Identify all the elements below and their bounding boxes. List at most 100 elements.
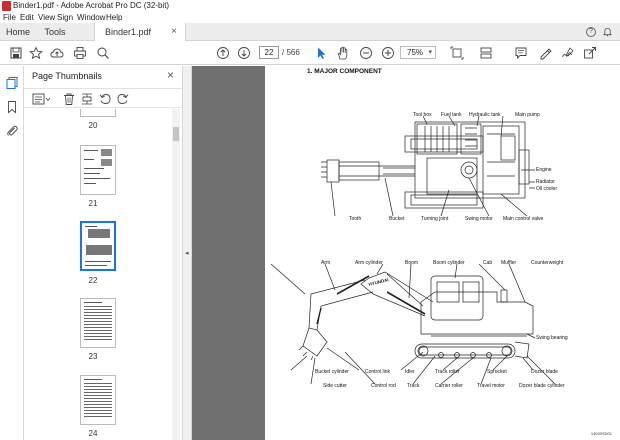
label-fuel-tank: Fuel tank [441, 112, 462, 118]
label-arm-cylinder: Arm cylinder [355, 260, 383, 266]
menu-edit[interactable]: Edit [20, 13, 34, 22]
label-oil-cooler: Oil cooler [536, 186, 558, 192]
page-thumbnail-label: 24 [88, 429, 98, 438]
page-count: / 566 [282, 48, 300, 57]
extract-pages-icon[interactable] [80, 92, 94, 106]
label-bucket: Bucket [389, 216, 405, 222]
label-turning-joint: Turning joint [421, 216, 449, 222]
thumbnails-panel: Page Thumbnails × 20 [24, 66, 182, 440]
label-side-cutter: Side cutter [323, 383, 347, 389]
zoom-in-icon[interactable] [381, 46, 395, 60]
page-thumbnail-selected[interactable] [80, 221, 116, 271]
acrobat-icon [2, 1, 11, 11]
thumbnail-toolbar [24, 88, 182, 108]
label-carrier-roller: Carrier roller [435, 383, 463, 389]
tab-document[interactable]: Binder1.pdf × [94, 23, 186, 42]
brand-mark: HYUNDAI [368, 277, 389, 287]
select-cursor-icon[interactable] [314, 46, 328, 60]
share-icon[interactable] [583, 46, 597, 60]
highlight-pen-icon[interactable] [538, 46, 552, 60]
main-toolbar: 22 / 566 75% ▾ [0, 41, 620, 65]
zoom-out-icon[interactable] [359, 46, 373, 60]
page-number-input[interactable]: 22 [259, 46, 279, 59]
label-control-rod: Control rod [371, 383, 396, 389]
upload-cloud-icon[interactable] [50, 46, 64, 60]
label-idler: Idler [405, 369, 415, 375]
print-icon[interactable] [73, 46, 87, 60]
rotate-right-icon[interactable] [116, 92, 130, 106]
document-viewer[interactable]: 1. MAJOR COMPONENT [192, 66, 620, 440]
label-dozer-blade-cylinder: Dozer blade cylinder [519, 383, 565, 389]
label-cab: Cab [483, 260, 493, 266]
label-engine: Engine [536, 167, 552, 173]
page-thumbnails-icon[interactable] [5, 76, 19, 90]
label-muffler: Muffler [501, 260, 517, 266]
label-counterweight: Counterweight [531, 260, 564, 266]
label-swing-motor: Swing motor [465, 216, 493, 222]
panel-splitter[interactable]: ◂ [182, 66, 192, 440]
menu-file[interactable]: File [3, 13, 16, 22]
menu-sign[interactable]: Sign [57, 13, 74, 22]
thumbnail-options-icon[interactable] [32, 92, 52, 106]
page-thumbnail-label: 21 [88, 199, 98, 208]
panel-title: Page Thumbnails [32, 71, 102, 81]
figure-code: 14090SD01 [590, 431, 612, 436]
rotate-left-icon[interactable] [98, 92, 112, 106]
scrollbar-thumb[interactable] [173, 127, 179, 141]
help-icon[interactable]: ? [586, 27, 596, 37]
thumbnails-list[interactable]: 20 21 22 23 [24, 109, 182, 440]
label-arm: Arm [321, 260, 331, 266]
page-thumbnail[interactable] [80, 298, 116, 348]
collapse-arrow-icon[interactable]: ◂ [185, 250, 189, 257]
window-title: Binder1.pdf - Adobe Acrobat Pro DC (32-b… [13, 1, 170, 10]
page-thumbnail[interactable] [80, 109, 116, 117]
label-dozer-blade: Dozer blade [531, 369, 558, 375]
menu-bar: File Edit View Sign Window Help [0, 12, 620, 23]
bookmarks-icon[interactable] [5, 100, 19, 114]
label-hydraulic-tank: Hydraulic tank [469, 112, 501, 118]
zoom-select[interactable]: 75% ▾ [400, 46, 436, 59]
label-tool-box: Tool box [413, 112, 432, 118]
page-layout-icon[interactable] [479, 46, 493, 60]
next-page-icon[interactable] [237, 46, 251, 60]
bookmark-star-icon[interactable] [29, 46, 43, 60]
save-icon[interactable] [9, 46, 23, 60]
close-icon[interactable]: × [171, 26, 177, 37]
label-tooth: Tooth [349, 216, 362, 222]
page-thumbnail-label: 22 [88, 276, 98, 285]
chevron-down-icon: ▾ [428, 49, 432, 56]
page-thumbnail-label: 23 [88, 352, 98, 361]
document-page: 1. MAJOR COMPONENT [265, 66, 620, 440]
sign-icon[interactable] [561, 46, 575, 60]
tab-home[interactable]: Home [5, 27, 30, 37]
excavator-diagram: HYUNDAI [270, 115, 556, 385]
tab-bar: Home Tools Binder1.pdf × ? [0, 23, 620, 42]
section-heading: 1. MAJOR COMPONENT [307, 68, 382, 75]
zoom-value: 75% [407, 48, 424, 57]
hand-tool-icon[interactable] [336, 46, 350, 60]
thumbnails-scrollbar[interactable] [172, 109, 180, 440]
page-thumbnail-label: 20 [88, 121, 98, 130]
page-thumbnail[interactable] [80, 375, 116, 425]
menu-window[interactable]: Window [77, 13, 106, 22]
trash-icon[interactable] [62, 92, 76, 106]
label-track-roller: Track roller [435, 369, 460, 375]
comment-icon[interactable] [514, 46, 528, 60]
find-icon[interactable] [96, 46, 110, 60]
page-thumbnail[interactable] [80, 145, 116, 195]
menu-view[interactable]: View [38, 13, 56, 22]
navigation-rail [0, 66, 24, 440]
label-bucket-cylinder: Bucket cylinder [315, 369, 349, 375]
page-fit-icon[interactable] [450, 46, 464, 60]
label-travel-motor: Travel motor [477, 383, 505, 389]
tab-tools[interactable]: Tools [44, 27, 66, 37]
menu-help[interactable]: Help [106, 13, 123, 22]
bell-icon[interactable] [602, 27, 613, 37]
close-icon[interactable]: × [166, 68, 174, 82]
label-control-link: Control link [365, 369, 391, 375]
label-main-control-valve: Main control valve [503, 216, 544, 222]
attachments-icon[interactable] [5, 124, 19, 138]
label-radiator: Radiator [536, 179, 555, 185]
previous-page-icon[interactable] [216, 46, 230, 60]
label-track: Track [407, 383, 420, 389]
